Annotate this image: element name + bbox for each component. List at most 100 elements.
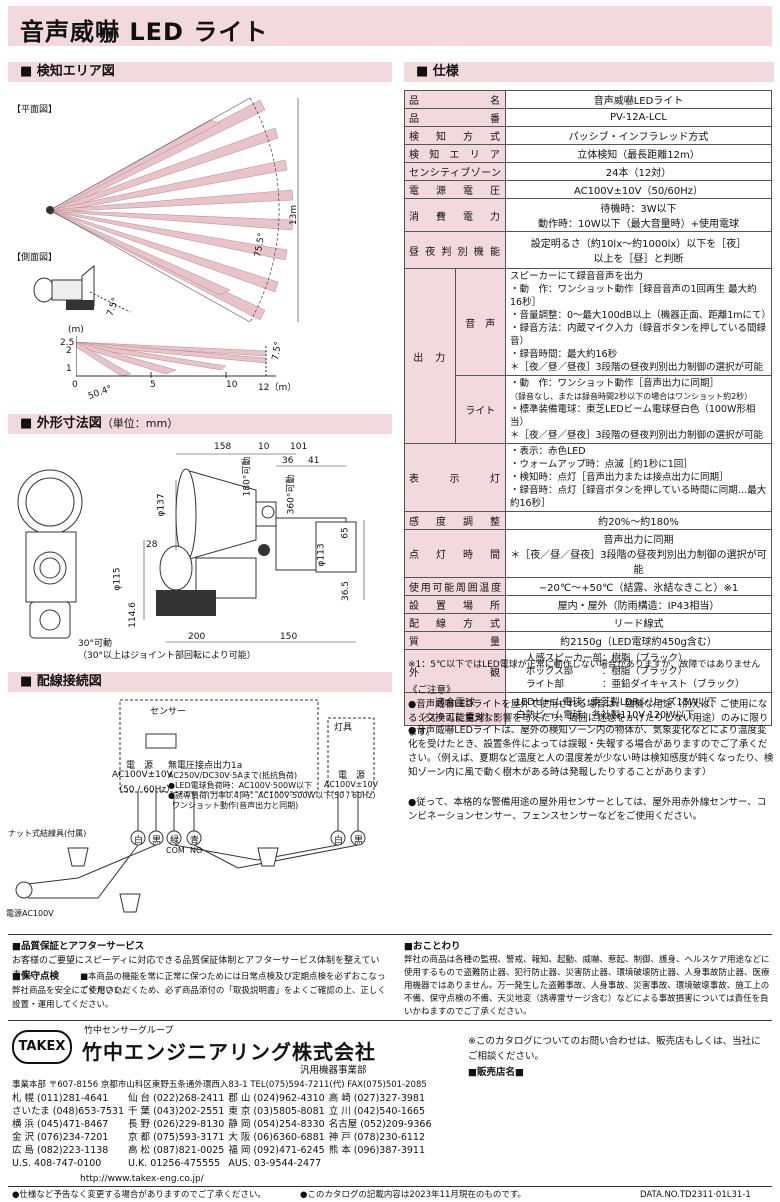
- spec-row: 消費電力待機時：3W以下動作時：10W以下（最大音量時）+使用電球: [404, 198, 772, 232]
- dim-158: 158: [214, 442, 232, 452]
- side-view-diagram: [76, 336, 276, 378]
- wire-lamp-white: 白: [334, 836, 344, 846]
- section-wiring: ■ 配線接続図: [8, 672, 392, 692]
- plan-view-diagram: [46, 97, 299, 323]
- spec-row: 検知方式パッシブ・インフラレッド方式: [404, 126, 772, 145]
- dim-150: 150: [280, 632, 298, 642]
- wiring-lamp-power: 電 源: [338, 771, 366, 781]
- side-x-5: 5: [150, 380, 156, 390]
- section-detection: ■ 検知エリア図: [8, 62, 392, 82]
- wiring-power: 電 源: [126, 761, 154, 771]
- footer-divider-2: [8, 1020, 772, 1021]
- dim-28: 28: [146, 540, 158, 550]
- sensor-side-sketch: [33, 264, 131, 313]
- dim-30: 30°可動: [78, 639, 112, 649]
- wiring-nvc3: ●誘導負荷(力率0.4)時：AC100V·500W以下: [168, 791, 332, 800]
- dim-114-6: 114.6: [127, 602, 138, 628]
- footer-divider: [8, 934, 772, 935]
- company-name: 竹中エンジニアリング株式会社: [82, 1040, 376, 1064]
- spec-note: ※1：5℃以下ではLED電球が正常に動作しない場合がありますが、故障ではありませ…: [408, 660, 761, 670]
- side-x-0: 0: [72, 380, 78, 390]
- spec-row-indicator: 表示灯 ・表示：赤色LED・ウォームアップ時：点滅［約1秒に1回］・検知時：点灯…: [404, 443, 772, 512]
- caution-1: ●音声威嚇LEDライトを屋外で使用される場合は、臨機な用途（例えば、ご使用になる…: [408, 699, 769, 738]
- wiring-power-hz: （50 / 60Hz）: [114, 785, 176, 795]
- wire-blue: 青: [190, 836, 200, 846]
- spec-row: 外観人感スピーカー部：樹脂（ブラック）ボックス部 ：樹脂（ブラック）ライト部 ：…: [404, 649, 772, 693]
- spec-row: 品名音声威嚇LEDライト: [404, 90, 772, 109]
- maint-text: ■本商品の機能を常に正常に保つためには日常点検及び定期点検を必ずおこなってくださ…: [80, 972, 386, 996]
- takex-logo: TAKEX: [12, 1030, 72, 1064]
- angle-50-4: 50.4°: [87, 384, 114, 402]
- footer-divider-3: [8, 1186, 772, 1187]
- section-outline: ■ 外形寸法図（単位：mm）: [8, 414, 392, 434]
- wiring-diagram: [15, 699, 375, 913]
- wiring-lamp-hz: （50 / 60Hz）: [326, 791, 381, 800]
- dim-180: 180°可動: [242, 456, 253, 497]
- dim-30-note: （30°以上はジョイント部回転により可能）: [78, 651, 256, 661]
- side-unit: (m): [68, 325, 84, 335]
- spec-row-output-audio: 出 力 音 声 スピーカーにて録音音声を出力・動 作：ワンショット動作［録音音声…: [404, 268, 772, 444]
- side-x-12: 12（m）: [258, 383, 297, 393]
- wire-com: COM: [166, 846, 185, 855]
- wiring-ac: 電源AC100V: [6, 909, 54, 918]
- company-group: 竹中センサーグループ: [84, 1026, 174, 1036]
- spec-row: 質量約2150g（LED電球約450g含む）: [404, 631, 772, 650]
- maint-title: ■保守点検: [12, 971, 59, 982]
- wiring-sensor: センサー: [150, 707, 187, 717]
- spec-row-output-light: ライト ・動 作：ワンショット動作［音声出力に同期］（録音なし、または録音時間2…: [405, 375, 772, 444]
- side-label: 【側面図】: [12, 253, 58, 263]
- dim-65: 65: [340, 527, 351, 539]
- dim-113: φ113: [316, 543, 327, 567]
- title-bar: [8, 6, 772, 46]
- wiring-nvc2: ●LED電球負荷時：AC100V·500W以下: [168, 781, 313, 790]
- spec-row: 適合電球 （交換可能電球）LEDビーム電球：東芝製LDRシリーズ15W以下白熱ビ…: [404, 692, 772, 726]
- spec-row: 感度調整約20%〜約180%: [404, 511, 772, 530]
- spec-row: 昼夜判別機能設定明るさ（約10lx〜約1000lx）以下を［夜］以上を［昼］と判…: [404, 231, 772, 269]
- notice-text: 弊社の商品は各種の監視、警戒、報知、起動、威嚇、惹起、制御、護身、ヘルスケア用途…: [404, 955, 770, 1017]
- warranty-title: ■品質保証とアフターサービス: [12, 941, 145, 952]
- spec-row: 点灯時間音声出力に同期＊［夜／昼／昼夜］3段階の昼夜判別出力制御の選択が可能: [404, 529, 772, 578]
- plan-label: 【平面図】: [12, 105, 58, 115]
- notice-title: ■おことわり: [404, 941, 461, 952]
- dealer-label: ■販売店名■: [468, 1067, 524, 1078]
- wiring-lamp-spec: AC100V±10V: [324, 780, 379, 789]
- side-x-10: 10: [226, 380, 238, 390]
- bottom-note-1: ●仕様など予告なく変更する場合がありますのでご了承ください。: [12, 1190, 266, 1200]
- dim-41: 41: [308, 456, 320, 466]
- spec-row: 検知エリア立体検知（最長距離12m）: [404, 144, 772, 163]
- caution-2: ●音声威嚇LEDライトは、屋外の検知ゾーン内の物体が、気象変化などにより温度変化…: [408, 725, 774, 778]
- spec-row: 設置場所屋内・屋外（防雨構造：IP43相当）: [404, 595, 772, 614]
- wiring-power-spec: AC100V±10V: [112, 770, 173, 780]
- dim-115: φ115: [112, 567, 123, 591]
- wire-green: 緑: [170, 836, 180, 846]
- bottom-note-2: ●このカタログの記載内容は2023年11月現在のものです。: [300, 1190, 527, 1200]
- caution-title: 《ご注意》: [408, 685, 456, 696]
- wire-lamp-black: 黒: [354, 836, 364, 846]
- wiring-nvc4: ワンショット動作(音声出力と同期): [172, 801, 299, 810]
- spec-row: 使用可能周囲温度−20℃〜+50℃（結露、氷結なきこと）※1: [404, 577, 772, 596]
- dim-10: 10: [258, 442, 270, 452]
- maint-text-2: 弊社商品を安全にご使用いただくため、必ず商品添付の「取扱説明書」をよくご確認の上…: [12, 986, 386, 1010]
- inquiry-text: ※このカタログについてのお問い合わせは、販売店もしくは、当社にご相談ください。: [468, 1036, 761, 1062]
- website-link[interactable]: http://www.takex-eng.co.jp/: [80, 1174, 204, 1184]
- wire-no: NO: [190, 846, 203, 855]
- wire-black: 黒: [152, 836, 162, 846]
- dim-36: 36: [282, 456, 294, 466]
- wiring-nvc1: AC250V/DC30V·5Aまで(抵抗負荷): [168, 771, 298, 780]
- dim-360: 360°可動: [286, 474, 297, 515]
- detection-beams: [49, 99, 294, 321]
- side-y-1: 1: [66, 364, 72, 374]
- section-spec: ■ 仕様: [404, 62, 774, 82]
